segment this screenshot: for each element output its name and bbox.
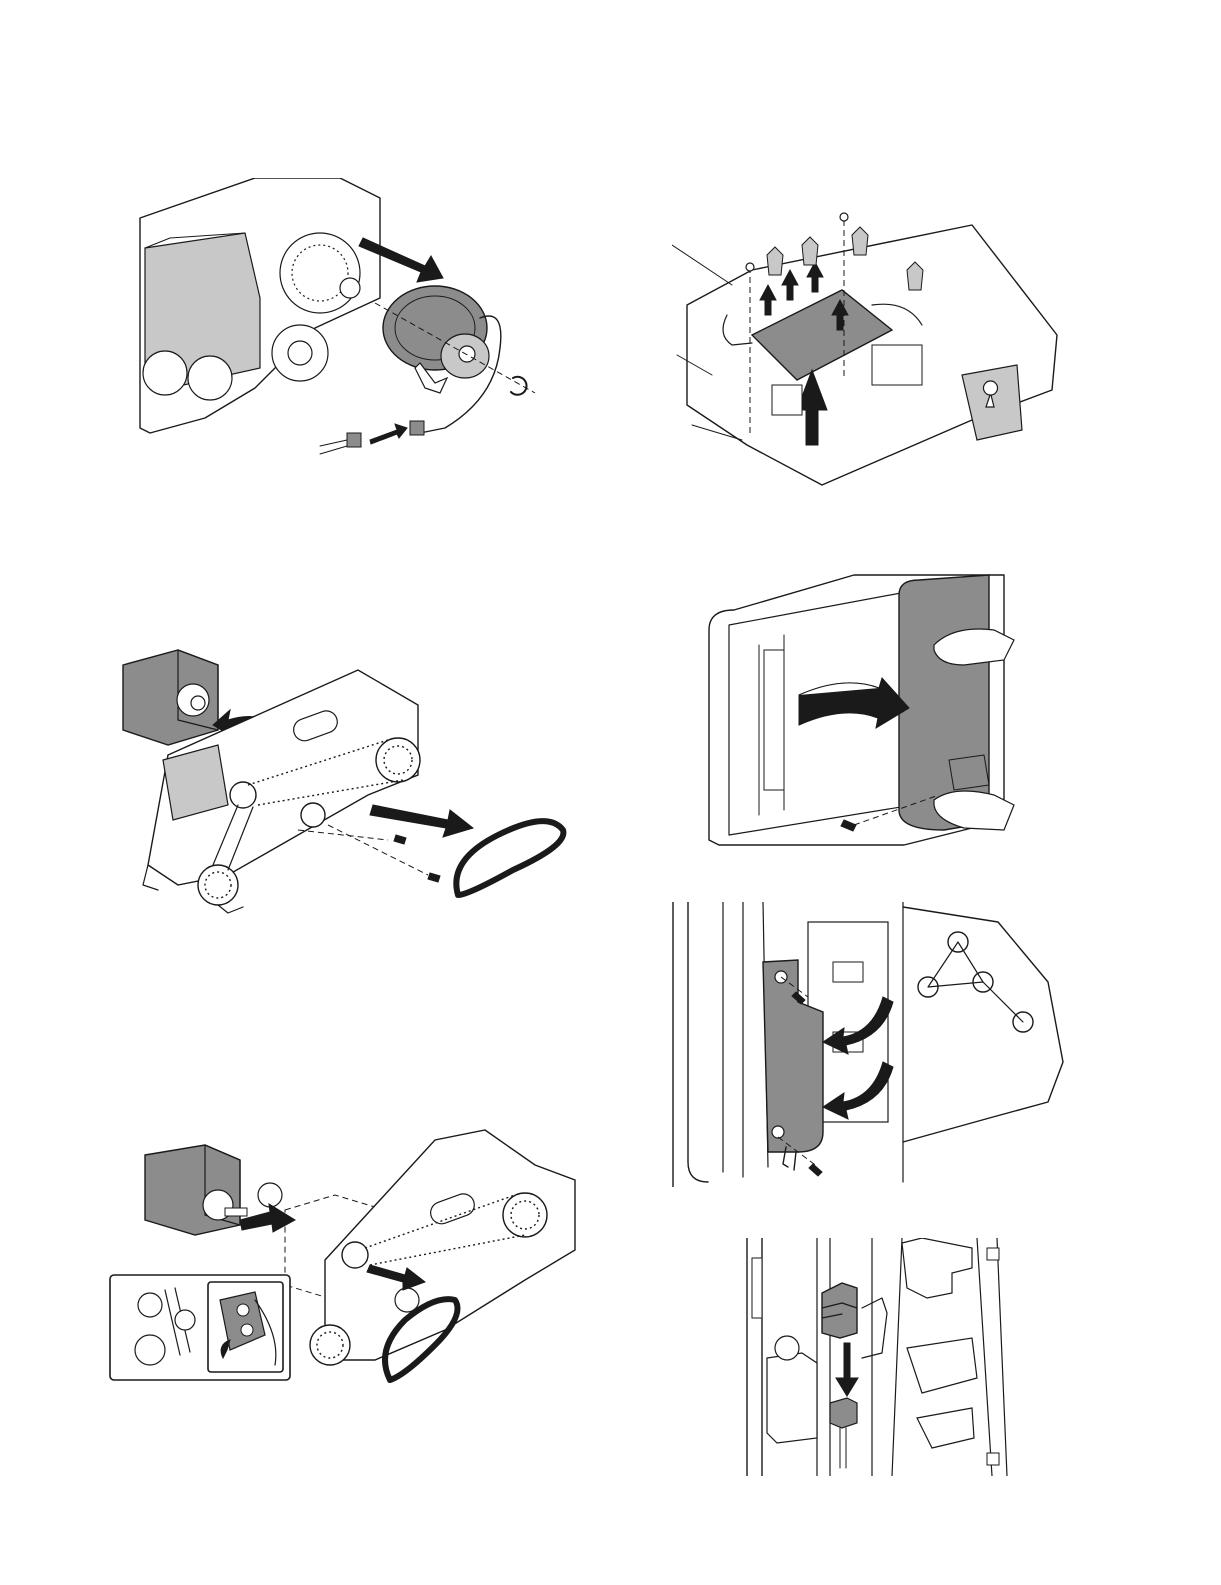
fan-motor-illustration — [135, 178, 555, 468]
figure-pwb-unit-removal — [672, 205, 1067, 490]
belt-motor-illustration — [118, 645, 573, 920]
pwb-unit-illustration — [672, 205, 1067, 490]
figure-shield-plate-removal — [668, 902, 1068, 1187]
motor-installation-illustration — [105, 1120, 580, 1390]
rear-cover-illustration — [704, 570, 1024, 855]
figure-fan-motor-removal — [135, 178, 555, 468]
figure-connector-disconnect — [722, 1238, 1012, 1476]
figure-belt-motor-removal — [118, 645, 573, 920]
figure-motor-installation — [105, 1120, 580, 1390]
shield-plate-illustration — [668, 902, 1068, 1187]
figure-rear-cover-open — [704, 570, 1024, 855]
connector-illustration — [722, 1238, 1012, 1476]
